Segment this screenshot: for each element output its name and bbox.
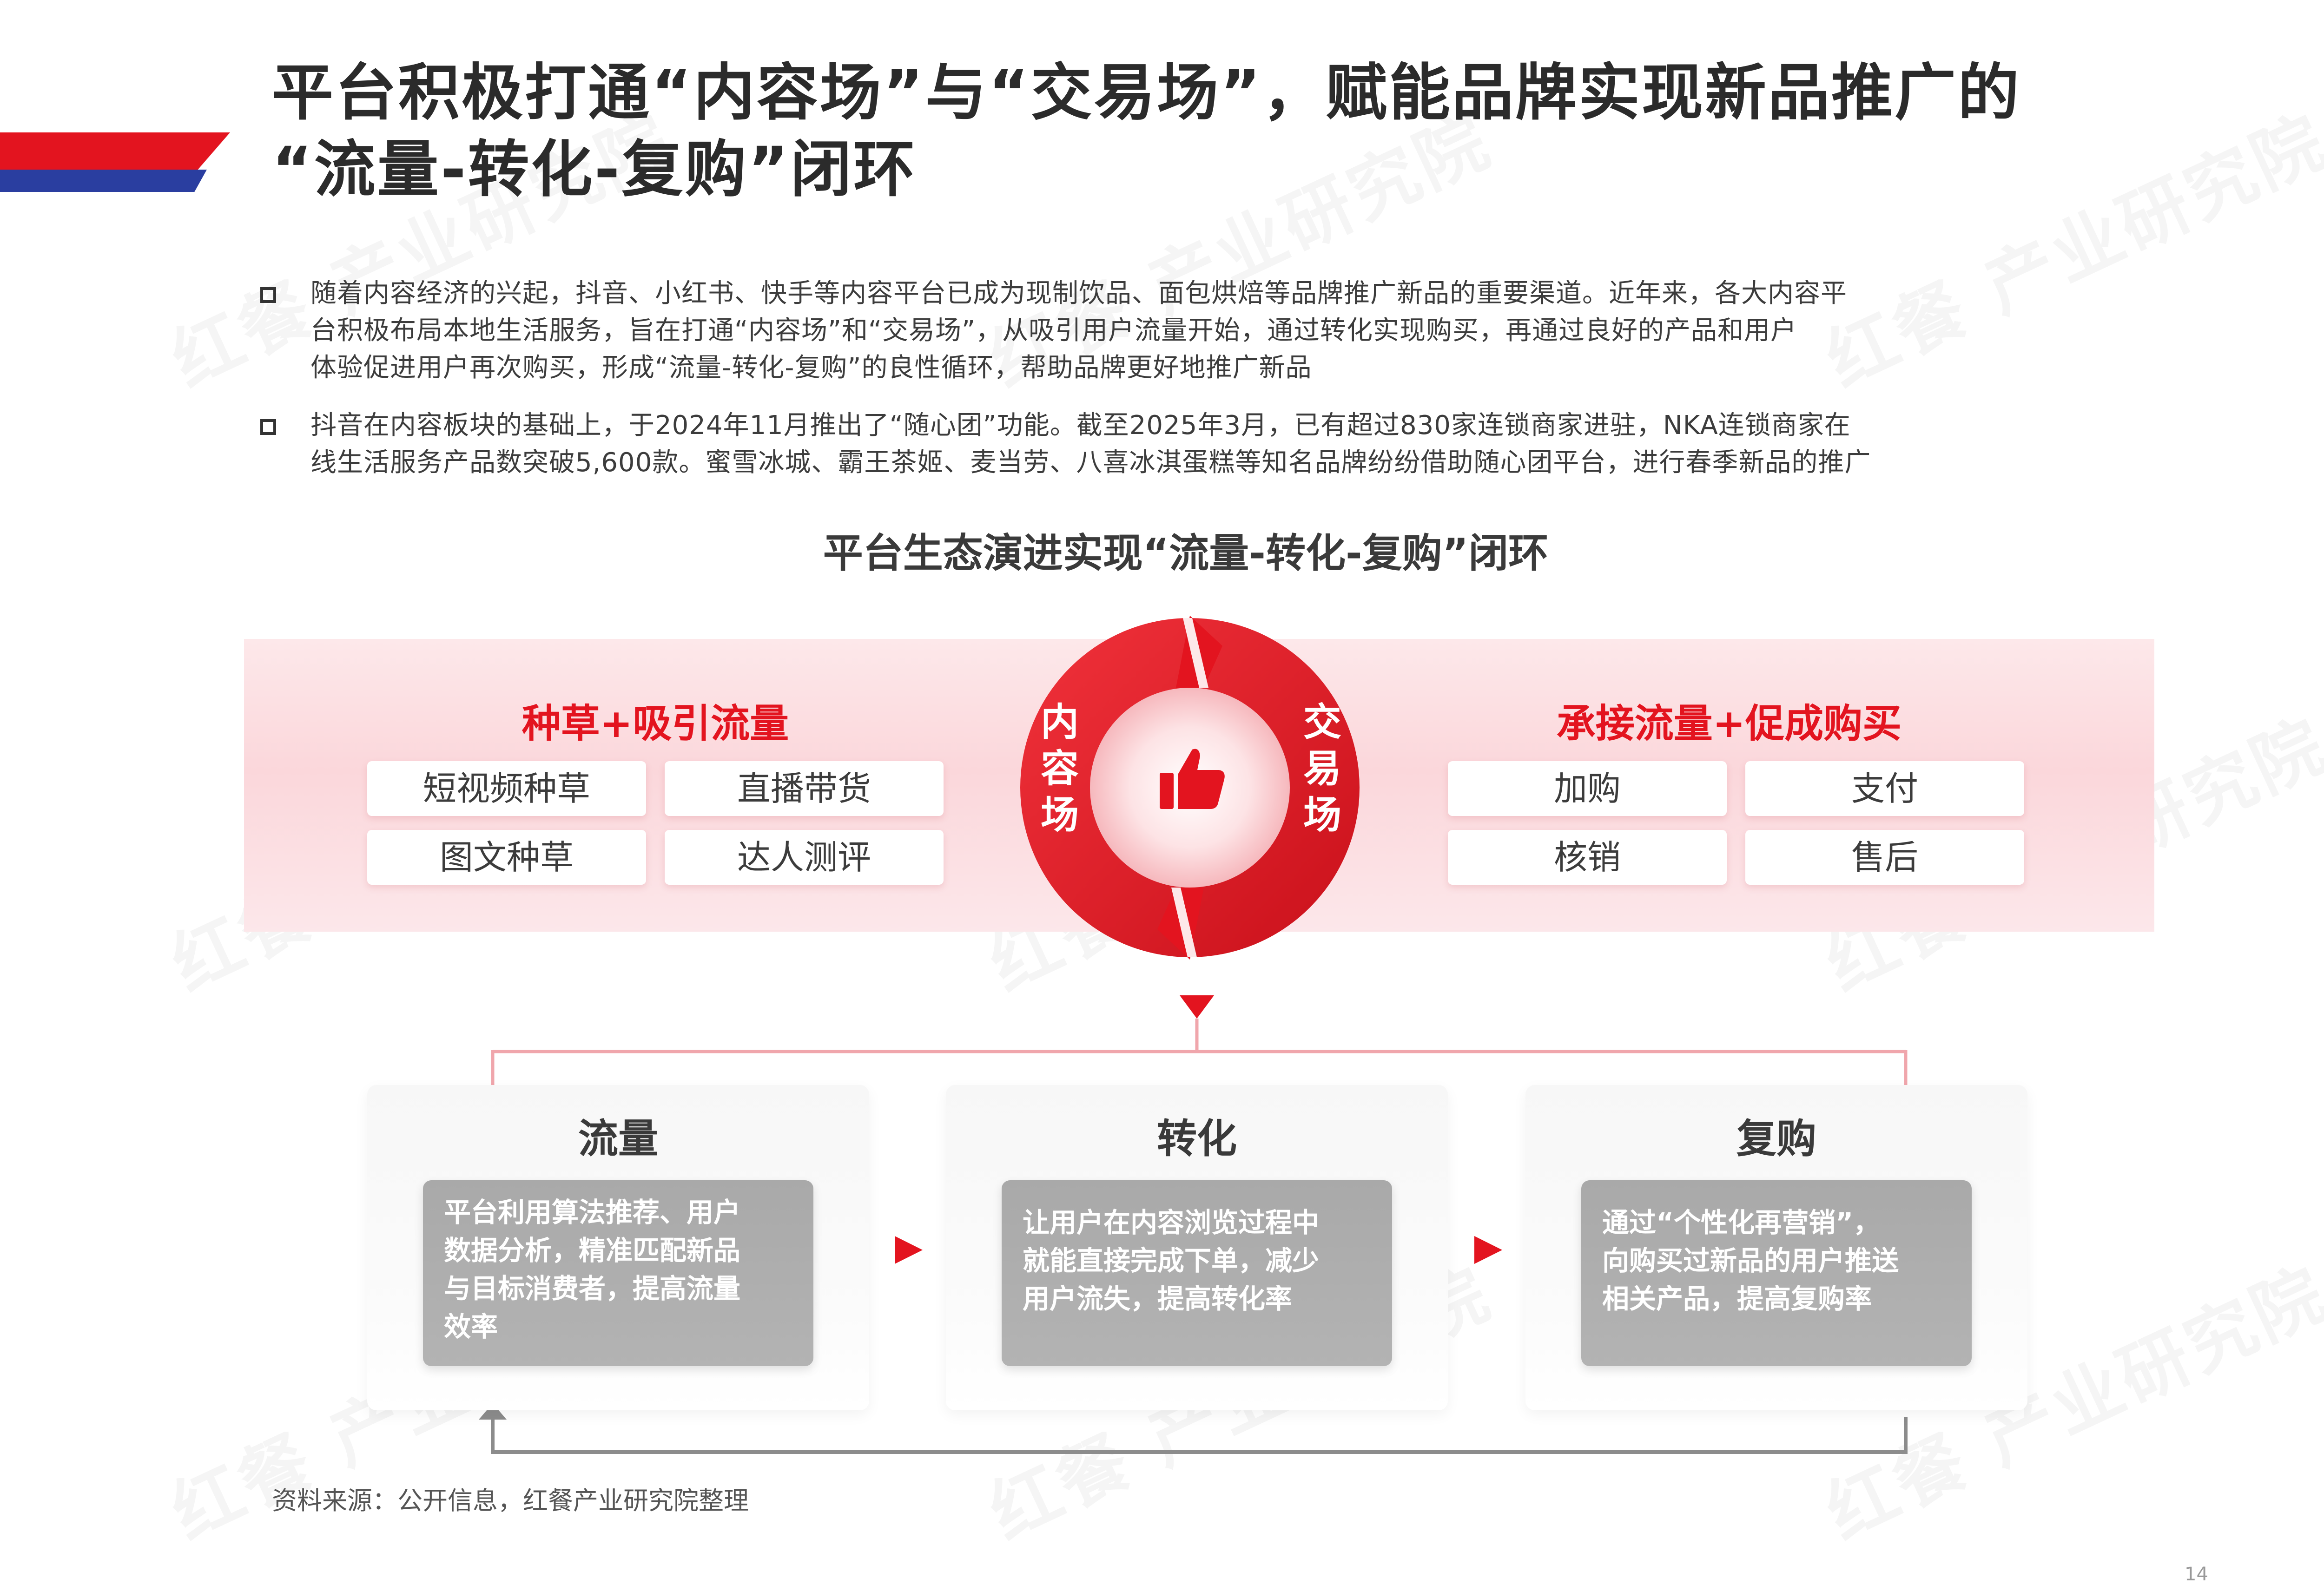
right-arrow-icon bbox=[1474, 1236, 1502, 1264]
return-line bbox=[491, 1417, 1908, 1454]
page-title-line-1: 平台积极打通“内容场”与“交易场”，赋能品牌实现新品推广的 bbox=[272, 57, 2021, 129]
stage-body-line: 与目标消费者，提高流量 bbox=[444, 1273, 741, 1304]
paragraph-line: 随着内容经济的兴起，抖音、小红书、快手等内容平台已成为现制饮品、面包烘焙等品牌推… bbox=[310, 278, 1847, 309]
ring-right-char: 易 bbox=[1303, 747, 1341, 791]
chip-after-sales: 售后 bbox=[1745, 830, 2024, 885]
right-arrow-icon bbox=[895, 1236, 923, 1264]
stage-body: 平台利用算法推荐、用户 数据分析，精准匹配新品 与目标消费者，提高流量 效率 bbox=[423, 1180, 813, 1366]
chip-livestream: 直播带货 bbox=[665, 761, 944, 816]
source-note: 资料来源：公开信息，红餐产业研究院整理 bbox=[272, 1486, 749, 1515]
chip-influencer-review: 达人测评 bbox=[665, 830, 944, 885]
chip-short-video: 短视频种草 bbox=[367, 761, 646, 816]
stage-body-line: 通过“个性化再营销”， bbox=[1602, 1207, 1881, 1238]
page-number: 14 bbox=[2185, 1564, 2208, 1585]
right-heading: 承接流量+促成购买 bbox=[1556, 701, 1902, 746]
ring-left-char: 内 bbox=[1040, 700, 1079, 744]
stage-card-repurchase: 复购 通过“个性化再营销”， 向购买过新品的用户推送 相关产品，提高复购率 bbox=[1525, 1085, 2027, 1410]
down-arrow-icon bbox=[1180, 995, 1214, 1019]
stage-body-line: 就能直接完成下单，减少 bbox=[1023, 1245, 1320, 1276]
stage-body-line: 相关产品，提高复购率 bbox=[1602, 1283, 1872, 1315]
header-band-blue bbox=[0, 170, 207, 192]
paragraph-line: 体验促进用户再次购买，形成“流量-转化-复购”的良性循环，帮助品牌更好地推广新品 bbox=[310, 353, 1312, 383]
ring-left-char: 容 bbox=[1040, 747, 1079, 791]
paragraph-1: 随着内容经济的兴起，抖音、小红书、快手等内容平台已成为现制饮品、面包烘焙等品牌推… bbox=[310, 275, 2198, 387]
stage-body-line: 让用户在内容浏览过程中 bbox=[1023, 1207, 1320, 1238]
stage-body-line: 平台利用算法推荐、用户 bbox=[444, 1197, 741, 1228]
ring-left-label: 内 容 场 bbox=[1034, 699, 1085, 839]
paragraph-line: 抖音在内容板块的基础上，于2024年11月推出了“随心团”功能。截至2025年3… bbox=[310, 410, 1851, 441]
paragraph-2: 抖音在内容板块的基础上，于2024年11月推出了“随心团”功能。截至2025年3… bbox=[310, 407, 2198, 481]
bullet-square-icon bbox=[260, 419, 276, 435]
stage-body-line: 用户流失，提高转化率 bbox=[1023, 1283, 1293, 1315]
thumbs-up-icon bbox=[1160, 749, 1225, 809]
chip-add-to-cart: 加购 bbox=[1448, 761, 1727, 816]
stage-body-line: 数据分析，精准匹配新品 bbox=[444, 1235, 741, 1266]
header-band-red bbox=[0, 132, 230, 170]
page-title-line-2: “流量-转化-复购”闭环 bbox=[272, 134, 917, 205]
ring-gap-top bbox=[1183, 618, 1208, 688]
stage-title: 转化 bbox=[1157, 1116, 1237, 1162]
ring-right-char: 场 bbox=[1303, 793, 1341, 837]
stage-title: 流量 bbox=[578, 1116, 658, 1162]
diagram-title: 平台生态演进实现“流量-转化-复购”闭环 bbox=[823, 530, 1549, 577]
stage-card-traffic: 流量 平台利用算法推荐、用户 数据分析，精准匹配新品 与目标消费者，提高流量 效… bbox=[367, 1085, 869, 1410]
chip-graphic-text: 图文种草 bbox=[367, 830, 646, 885]
ring-right-label: 交 易 场 bbox=[1297, 699, 1348, 839]
stage-title: 复购 bbox=[1736, 1116, 1816, 1162]
return-arrow-icon bbox=[479, 1403, 507, 1420]
ring-left-char: 场 bbox=[1040, 793, 1079, 837]
stage-body: 让用户在内容浏览过程中 就能直接完成下单，减少 用户流失，提高转化率 bbox=[1002, 1180, 1392, 1366]
paragraph-line: 线生活服务产品数突破5,600款。蜜雪冰城、霸王茶姬、麦当劳、八喜冰淇蛋糕等知名… bbox=[310, 447, 1871, 478]
ring-gap-bottom bbox=[1171, 888, 1197, 957]
stage-card-conversion: 转化 让用户在内容浏览过程中 就能直接完成下单，减少 用户流失，提高转化率 bbox=[946, 1085, 1448, 1410]
page-title: 平台积极打通“内容场”与“交易场”，赋能品牌实现新品推广的 “流量-转化-复购”… bbox=[272, 55, 2021, 208]
left-heading: 种草+吸引流量 bbox=[522, 701, 789, 746]
chip-payment: 支付 bbox=[1745, 761, 2024, 816]
flow-connector bbox=[479, 995, 1908, 1454]
stage-body: 通过“个性化再营销”， 向购买过新品的用户推送 相关产品，提高复购率 bbox=[1581, 1180, 1972, 1366]
ring-right-char: 交 bbox=[1303, 700, 1341, 744]
bullet-square-icon bbox=[260, 287, 276, 303]
stage-body-line: 效率 bbox=[444, 1311, 498, 1342]
paragraph-line: 台积极布局本地生活服务，旨在打通“内容场”和“交易场”，从吸引用户流量开始，通过… bbox=[310, 316, 1797, 346]
chip-redemption: 核销 bbox=[1448, 830, 1727, 885]
stage-body-line: 向购买过新品的用户推送 bbox=[1602, 1245, 1899, 1276]
